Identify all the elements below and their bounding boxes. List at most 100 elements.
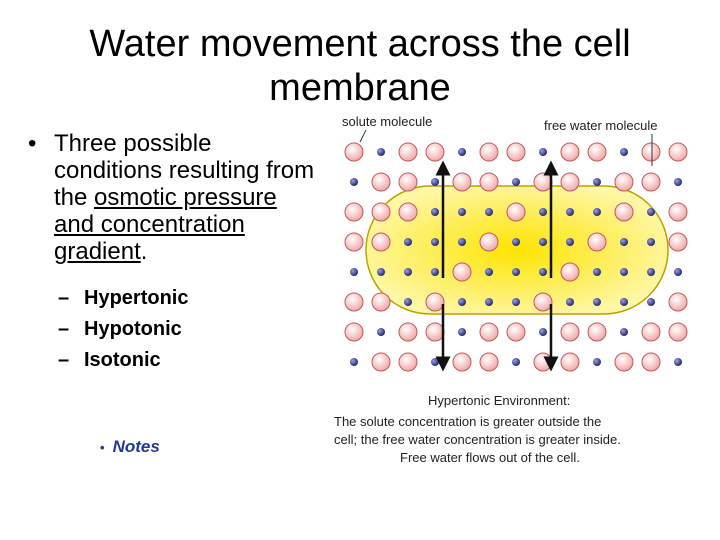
free-water-molecule <box>620 328 628 336</box>
solute-molecule <box>371 172 391 192</box>
free-water-molecule <box>350 358 358 366</box>
solute-molecule <box>398 352 418 372</box>
solute-molecule <box>398 142 418 162</box>
solute-molecule <box>371 202 391 222</box>
sub-bullet-list: –Hypertonic –Hypotonic –Isotonic <box>28 283 318 376</box>
diagram-caption-line: The solute concentration is greater outs… <box>334 414 601 429</box>
free-water-molecule <box>350 178 358 186</box>
free-water-molecule <box>350 268 358 276</box>
solute-molecule <box>425 142 445 162</box>
diagram-caption-line: Hypertonic Environment: <box>428 393 570 408</box>
free-water-molecule <box>647 208 655 216</box>
free-water-molecule <box>431 208 439 216</box>
solute-molecule <box>533 172 553 192</box>
solute-molecule <box>668 292 688 312</box>
solute-molecule <box>479 322 499 342</box>
free-water-molecule <box>377 328 385 336</box>
free-water-molecule <box>539 208 547 216</box>
free-water-molecule <box>647 238 655 246</box>
solute-molecule <box>452 352 472 372</box>
free-water-molecule <box>593 178 601 186</box>
sub-item-isotonic: –Isotonic <box>58 345 318 376</box>
bullet-list: • Three possible conditions resulting fr… <box>28 130 318 376</box>
free-water-molecule <box>566 238 574 246</box>
solute-molecule <box>506 202 526 222</box>
free-water-molecule <box>512 358 520 366</box>
solute-molecule <box>668 232 688 252</box>
free-water-molecule <box>485 208 493 216</box>
diagram-caption-line: cell; the free water concentration is gr… <box>334 432 621 447</box>
solute-molecule <box>344 202 364 222</box>
solute-molecule <box>560 352 580 372</box>
solute-molecule <box>371 352 391 372</box>
solute-molecule <box>587 232 607 252</box>
solute-molecule <box>641 142 661 162</box>
bullet-text-after: . <box>140 238 148 265</box>
solute-molecule <box>533 292 553 312</box>
bullet-marker: • <box>28 130 37 157</box>
free-water-molecule <box>512 268 520 276</box>
sub-item-label: Isotonic <box>84 349 161 371</box>
solute-molecule <box>344 292 364 312</box>
free-water-molecule <box>377 268 385 276</box>
free-water-molecule <box>512 238 520 246</box>
solute-molecule <box>398 202 418 222</box>
free-water-molecule <box>431 238 439 246</box>
free-water-molecule-label: free water molecule <box>544 118 657 133</box>
free-water-molecule <box>458 208 466 216</box>
bullet-text-before: Three possible conditions resulting from… <box>54 130 315 211</box>
solute-molecule <box>479 172 499 192</box>
solute-molecule <box>668 142 688 162</box>
solute-molecule <box>452 262 472 282</box>
sub-item-dash: – <box>58 287 70 309</box>
solute-molecule <box>425 292 445 312</box>
solute-molecule <box>560 262 580 282</box>
sub-item-dash: – <box>58 318 70 340</box>
free-water-molecule <box>674 178 682 186</box>
free-water-molecule <box>593 208 601 216</box>
solute-molecule <box>614 202 634 222</box>
solute-molecule <box>587 322 607 342</box>
solute-molecule <box>344 322 364 342</box>
solute-molecule <box>425 322 445 342</box>
free-water-molecule <box>620 148 628 156</box>
notes-marker: • <box>100 440 105 455</box>
solute-molecule <box>398 172 418 192</box>
solute-molecule <box>344 142 364 162</box>
solute-molecule <box>560 172 580 192</box>
free-water-molecule <box>404 268 412 276</box>
free-water-molecule <box>404 238 412 246</box>
solute-molecule <box>641 172 661 192</box>
solute-molecule <box>641 352 661 372</box>
solute-molecule <box>587 142 607 162</box>
solute-molecule <box>560 142 580 162</box>
free-water-molecule <box>593 358 601 366</box>
free-water-molecule <box>539 238 547 246</box>
free-water-molecule <box>485 298 493 306</box>
free-water-molecule <box>620 268 628 276</box>
solute-molecule-label: solute molecule <box>342 114 432 129</box>
free-water-molecule <box>539 328 547 336</box>
free-water-molecule <box>620 238 628 246</box>
bullet-text-underlined: osmotic pressure and concentration gradi… <box>54 184 277 265</box>
solute-molecule <box>641 322 661 342</box>
osmosis-diagram-svg: solute molecule free water moleculeHypert… <box>334 114 688 465</box>
free-water-molecule <box>431 358 439 366</box>
free-water-molecule <box>458 328 466 336</box>
solute-molecule <box>533 352 553 372</box>
free-water-molecule <box>485 268 493 276</box>
sub-item-hypertonic: –Hypertonic <box>58 283 318 314</box>
free-water-molecule <box>458 298 466 306</box>
solute-molecule <box>560 322 580 342</box>
free-water-molecule <box>431 178 439 186</box>
solute-molecule <box>506 142 526 162</box>
solute-molecule <box>506 322 526 342</box>
sub-item-label: Hypertonic <box>84 287 189 309</box>
solute-molecule <box>614 352 634 372</box>
free-water-molecule <box>647 268 655 276</box>
solute-molecule <box>479 142 499 162</box>
notes-link[interactable]: •Notes <box>100 437 160 457</box>
free-water-molecule <box>512 298 520 306</box>
free-water-molecule <box>674 358 682 366</box>
